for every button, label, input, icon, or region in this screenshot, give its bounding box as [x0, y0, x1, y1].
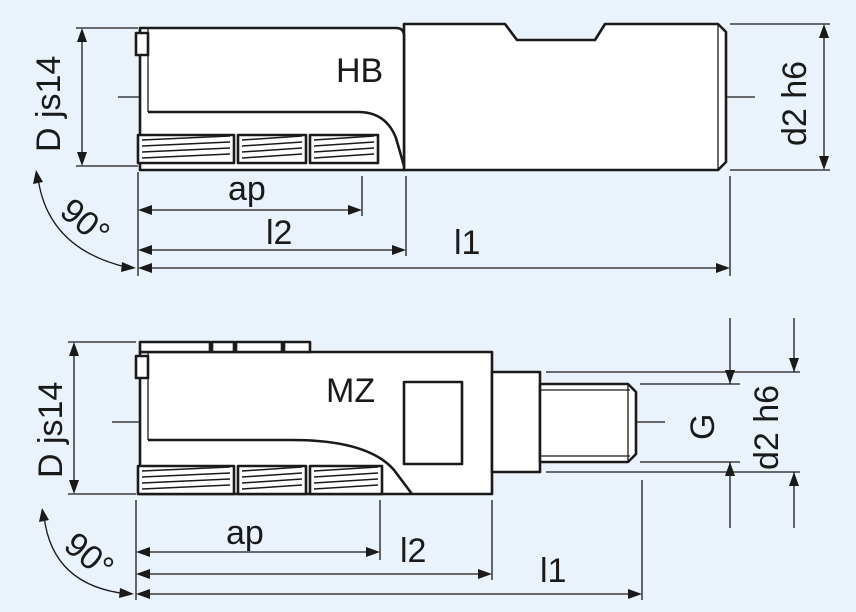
lower-wrench-flat — [402, 380, 464, 466]
upper-l2-label: l2 — [266, 214, 292, 252]
lower-arrowhead — [136, 547, 150, 557]
lower-arrowhead — [119, 588, 134, 598]
lower-arrowhead — [789, 358, 799, 372]
upper-head-tab — [134, 31, 150, 57]
lower-cutting-edges — [136, 464, 384, 496]
lower-top-notch — [282, 340, 312, 354]
upper-diameter-label: D js14 — [30, 56, 68, 152]
lower-type-label: MZ — [326, 372, 375, 410]
upper-arrowhead — [33, 170, 43, 184]
upper-arrowhead — [138, 245, 152, 255]
upper-angle-arc — [37, 177, 131, 269]
lower-collar — [490, 370, 542, 474]
upper-tool-view: HB D js14 d2 h6 ap l2 l1 90° — [30, 22, 830, 276]
lower-arrowhead — [478, 569, 492, 579]
upper-type-label: HB — [336, 52, 383, 90]
upper-angle-label: 90° — [53, 191, 117, 253]
lower-top-notch — [210, 340, 236, 354]
upper-ap-label: ap — [228, 170, 266, 208]
upper-l1-label: l1 — [454, 224, 480, 262]
lower-arrowhead — [789, 472, 799, 486]
upper-edge-hatching — [141, 135, 375, 159]
upper-arrowhead — [77, 28, 87, 42]
lower-tool-view: MZ D js14 G d2 h6 ap l2 l1 90° — [32, 318, 800, 600]
lower-angle-arc — [43, 515, 129, 595]
lower-arrowhead — [725, 370, 735, 384]
upper-arrowhead — [392, 245, 406, 255]
lower-arrowhead — [136, 589, 150, 599]
upper-shank — [402, 22, 728, 172]
lower-angle-label: 90° — [57, 525, 121, 587]
lower-edge-hatching — [141, 466, 379, 490]
lower-ap-label: ap — [226, 514, 264, 552]
lower-flute-curve — [148, 438, 414, 495]
lower-arrowhead — [366, 547, 380, 557]
upper-flute-curve — [148, 110, 406, 167]
lower-threaded-spigot — [538, 382, 638, 464]
upper-arrowhead — [716, 263, 730, 273]
upper-arrowhead — [121, 262, 136, 272]
upper-arrowhead — [819, 156, 829, 170]
upper-arrowhead — [138, 205, 152, 215]
lower-arrowhead — [69, 480, 79, 494]
lower-arrowhead — [39, 508, 49, 522]
lower-arrowhead — [136, 569, 150, 579]
lower-l1-label: l1 — [540, 552, 566, 590]
upper-arrowhead — [819, 24, 829, 38]
upper-cutting-edges — [136, 133, 380, 165]
lower-top-notch — [138, 340, 212, 354]
lower-diameter-label: D js14 — [32, 382, 70, 478]
lower-thread-label: G — [684, 414, 722, 440]
upper-arrowhead — [77, 152, 87, 166]
lower-arrowhead — [725, 462, 735, 476]
lower-top-notch — [234, 340, 284, 354]
upper-arrowhead — [138, 263, 152, 273]
lower-l2-label: l2 — [400, 532, 426, 570]
lower-head-tab — [134, 354, 150, 380]
lower-shank-diameter-label: d2 h6 — [748, 385, 786, 470]
lower-arrowhead — [69, 342, 79, 356]
lower-arrowhead — [628, 589, 642, 599]
upper-arrowhead — [348, 205, 362, 215]
upper-shank-diameter-label: d2 h6 — [776, 61, 814, 146]
